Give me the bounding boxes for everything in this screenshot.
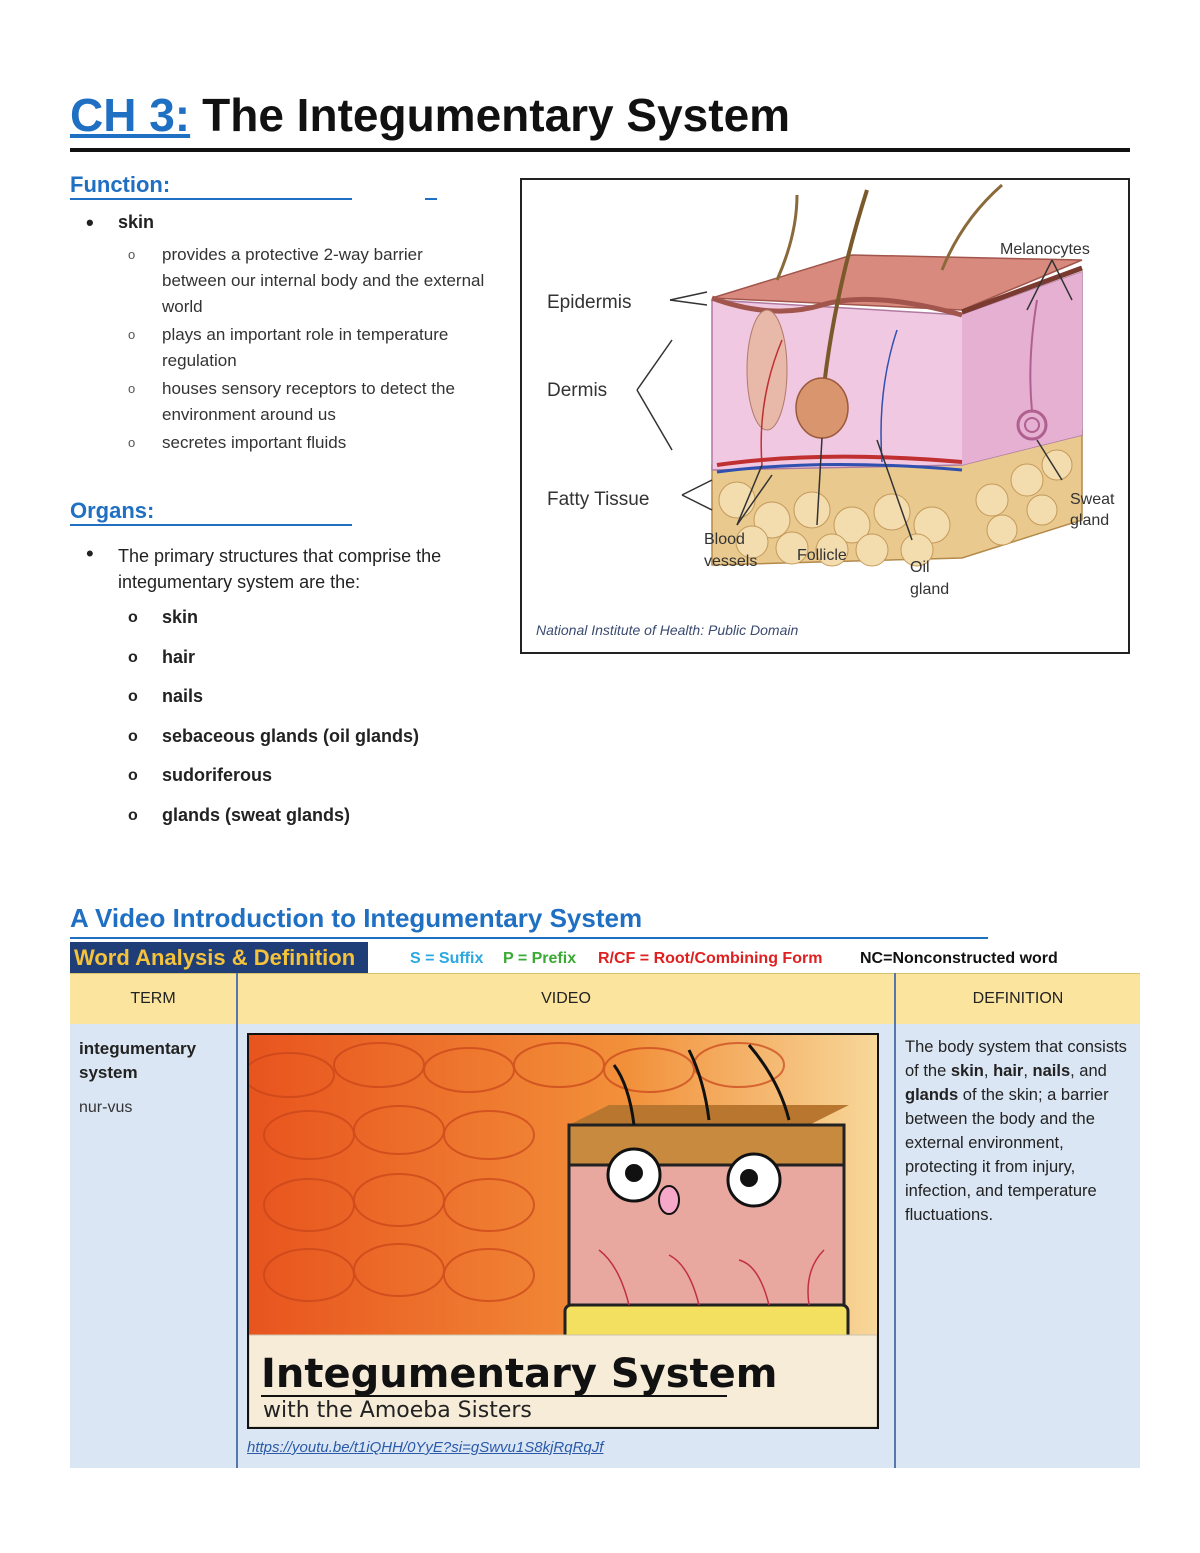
label-epidermis: Epidermis	[547, 292, 631, 313]
label-oil-1: Oil	[910, 559, 930, 576]
organs-heading: Organs:	[70, 498, 155, 523]
skin-diagram-figure: Epidermis Dermis Fatty Tissue Melanocyte…	[520, 178, 1130, 654]
definition-text: The body system that consists of the ski…	[897, 1025, 1139, 1227]
function-list: skin provides a protective 2-way barrier…	[70, 210, 490, 458]
organ-item: nails	[70, 686, 490, 726]
function-heading: Function:	[70, 172, 171, 197]
video-cell: Integumentary System with the Amoeba Sis…	[236, 1024, 896, 1468]
thumbnail-subtitle: with the Amoeba Sisters	[263, 1398, 532, 1423]
label-dermis: Dermis	[547, 380, 607, 401]
figure-caption: National Institute of Health: Public Dom…	[536, 622, 799, 638]
term-line-2: system	[79, 1063, 138, 1082]
word-analysis-table: TERM VIDEO DEFINITION integumentary syst…	[70, 973, 1140, 1468]
definition-bold-glands: glands	[905, 1086, 959, 1104]
skin-diagram: Epidermis Dermis Fatty Tissue Melanocyte…	[547, 183, 1115, 598]
function-sub-item: secretes important fluids	[70, 430, 490, 458]
definition-part: The body system that consists of the	[905, 1038, 1127, 1080]
label-oil-2: gland	[910, 581, 949, 598]
page-title: CH 3:The Integumentary System	[70, 88, 1130, 152]
thumbnail-title: Integumentary System	[261, 1351, 777, 1397]
label-melanocytes: Melanocytes	[1000, 241, 1090, 258]
table-header-row: TERM VIDEO DEFINITION	[70, 973, 1140, 1024]
legend-suffix: S = Suffix	[410, 950, 484, 967]
definition-part: of the skin; a barrier between the body …	[905, 1086, 1109, 1224]
definition-cell: The body system that consists of the ski…	[894, 1024, 1140, 1468]
term-pronunciation: nur-vus	[79, 1099, 133, 1116]
header-term: TERM	[70, 973, 238, 1024]
function-sub-item: provides a protective 2-way barrier betw…	[70, 242, 490, 322]
organ-item: glands (sweat glands)	[70, 805, 490, 845]
term-cell: integumentary system nur-vus	[70, 1024, 238, 1468]
function-underline-tail	[425, 198, 437, 200]
header-video: VIDEO	[236, 973, 896, 1024]
definition-part: ,	[983, 1062, 994, 1080]
function-sub-item: plays an important role in temperature r…	[70, 322, 490, 376]
video-section-title: A Video Introduction to Integumentary Sy…	[70, 903, 988, 939]
label-follicle: Follicle	[797, 547, 847, 564]
definition-bold-nails: nails	[1032, 1062, 1071, 1080]
legend-nonconstructed: NC=Nonconstructed word	[860, 950, 1058, 967]
word-analysis-heading: Word Analysis & Definition	[70, 942, 368, 974]
chapter-label: CH 3:	[70, 89, 191, 141]
organs-list: The primary structures that comprise the…	[70, 541, 490, 845]
label-blood-2: vessels	[704, 553, 757, 570]
organs-section: Organs:	[70, 498, 360, 526]
organ-item: sudoriferous	[70, 765, 490, 805]
organ-item: hair	[70, 647, 490, 687]
header-definition: DEFINITION	[894, 973, 1140, 1024]
organs-intro: The primary structures that comprise the…	[70, 541, 490, 595]
definition-part: , and	[1070, 1062, 1107, 1080]
organs-underline	[70, 524, 352, 526]
label-fatty-tissue: Fatty Tissue	[547, 489, 649, 510]
label-sweat-2: gland	[1070, 512, 1109, 529]
legend-prefix: P = Prefix	[503, 950, 577, 967]
function-underline	[70, 198, 352, 200]
label-sweat-1: Sweat	[1070, 491, 1115, 508]
function-bullet: skin	[70, 210, 490, 240]
term-name: integumentary system	[71, 1025, 235, 1085]
video-link[interactable]: https://youtu.be/t1iQHH/0YyE?si=gSwvu1S8…	[247, 1439, 604, 1456]
definition-bold-hair: hair	[993, 1062, 1024, 1080]
definition-bold-skin: skin	[950, 1062, 984, 1080]
legend-root: R/CF = Root/Combining Form	[598, 950, 823, 967]
chapter-title: The Integumentary System	[202, 89, 791, 141]
function-sub-item: houses sensory receptors to detect the e…	[70, 376, 490, 430]
organ-item: skin	[70, 607, 490, 647]
label-blood-1: Blood	[704, 531, 745, 548]
organ-item: sebaceous glands (oil glands)	[70, 726, 490, 766]
function-section: Function:	[70, 172, 450, 202]
table-row: integumentary system nur-vus	[70, 1024, 1140, 1468]
term-line-1: integumentary	[79, 1039, 197, 1058]
definition-part: ,	[1023, 1062, 1033, 1080]
video-thumbnail[interactable]: Integumentary System with the Amoeba Sis…	[247, 1033, 879, 1429]
video-thumbnail-art: Integumentary System with the Amoeba Sis…	[249, 1035, 877, 1427]
